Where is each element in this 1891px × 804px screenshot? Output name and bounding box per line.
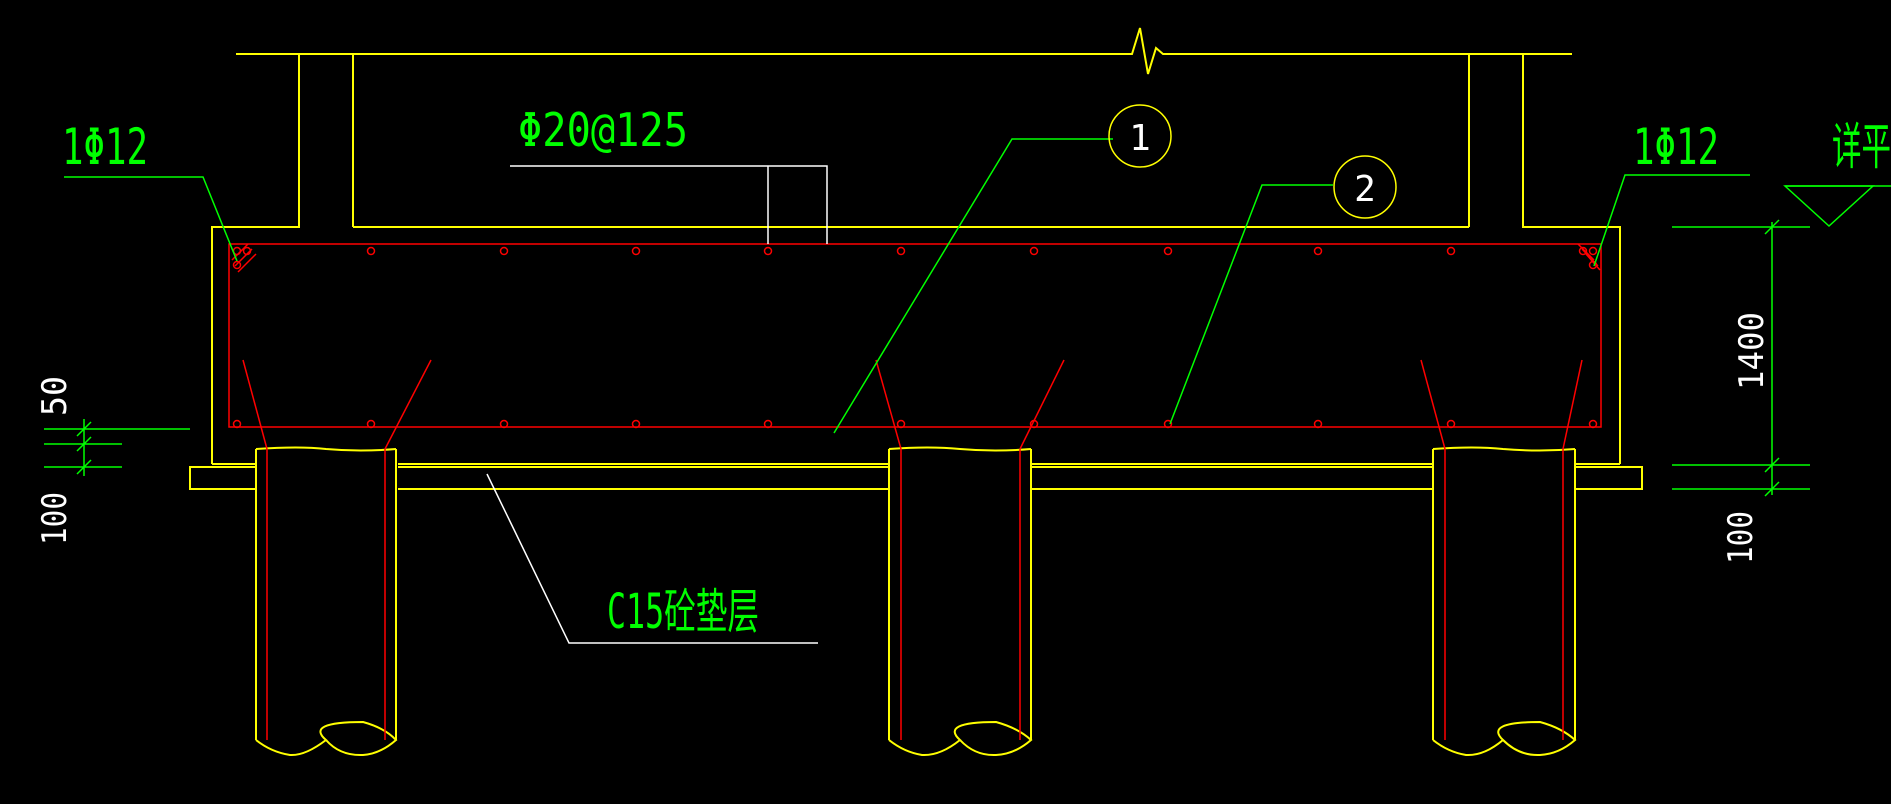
top-rebar-label: Φ20@125 — [518, 103, 688, 157]
right-corner-leader — [1593, 174, 1750, 267]
annotation-lines — [486, 165, 828, 644]
elevation-note-label: 详平 — [1832, 118, 1891, 176]
bottom-rebar-dots — [232, 419, 1598, 429]
dimension-lines — [44, 219, 1810, 497]
cap-height-dimension: 1400 — [1732, 312, 1772, 390]
callout-1-circle — [1108, 104, 1172, 168]
callout-1-label: 1 — [1129, 118, 1151, 159]
cushion-label: C15砼垫层 — [607, 584, 759, 640]
top-rebar-dots — [232, 246, 1598, 256]
cushion-right-dimension: 100 — [1721, 511, 1761, 564]
pile-left — [255, 446, 398, 757]
left-corner-bar-label: 1Φ12 — [62, 118, 148, 176]
top-slab — [236, 27, 1572, 75]
pile-middle — [888, 446, 1033, 757]
right-corner-bar-label: 1Φ12 — [1633, 118, 1719, 176]
leaders — [64, 104, 1750, 434]
callout-1-leader — [833, 138, 1113, 434]
walls — [211, 53, 1621, 464]
callout-2-circle — [1333, 155, 1397, 219]
cushion-leader — [486, 473, 818, 644]
left-wall — [211, 53, 300, 464]
right-wall — [1522, 54, 1621, 464]
cushion-left-dimension: 100 — [35, 492, 75, 545]
left-corner-leader — [64, 176, 238, 262]
callout-2-label: 2 — [1354, 169, 1376, 210]
slab-top-line-with-break — [236, 27, 1572, 75]
elevation-triangle — [1783, 185, 1875, 228]
top-rebar-leader — [510, 165, 828, 244]
rebar — [228, 243, 1602, 740]
cushion-left — [189, 466, 255, 490]
pile-cap — [189, 463, 1643, 490]
cushion-right — [1575, 466, 1643, 490]
callout-2-leader — [1169, 184, 1333, 425]
piles — [255, 446, 1577, 757]
rebar-cage — [228, 243, 1602, 428]
pile-right — [1432, 446, 1577, 757]
cover-left-dimension: 50 — [35, 376, 75, 416]
